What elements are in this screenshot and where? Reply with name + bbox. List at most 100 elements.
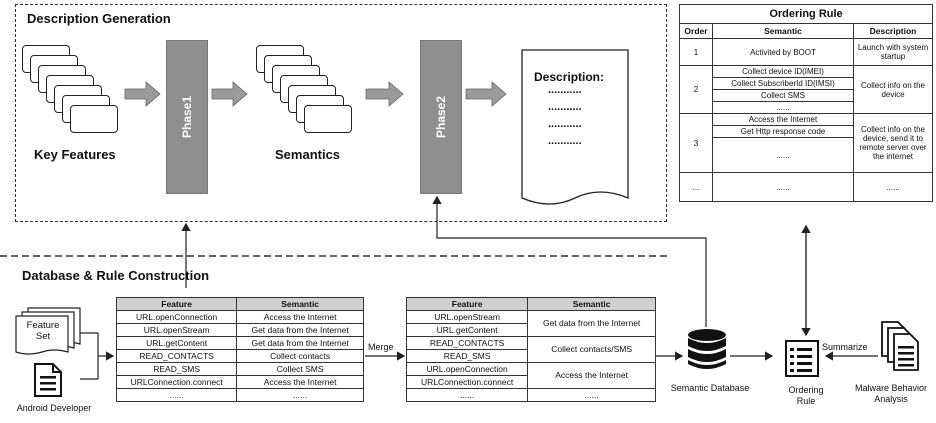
android-developer-doc-icon: [34, 363, 62, 397]
feature-cell: URLConnection.connect: [405, 375, 529, 389]
feature-cell: ......: [405, 388, 529, 402]
order-cell: ...: [679, 172, 713, 202]
semantic-cell: Collect SMS: [712, 89, 854, 102]
ordering-rule-label: Ordering Rule: [788, 385, 824, 406]
semantics-label: Semantics: [275, 147, 341, 162]
description-dots: ...........: [548, 101, 582, 113]
semantic-cell: Access the Internet: [236, 375, 364, 389]
description-document: [521, 49, 629, 205]
semantic-cell: Collect SMS: [236, 362, 364, 376]
feature-cell: READ_CONTACTS: [115, 349, 238, 363]
semantic-cell: Collect SubscriberId ID(IMSI): [712, 77, 854, 90]
semantic-card: [304, 105, 352, 133]
semantic-cell: Activited by BOOT: [712, 38, 854, 66]
database-icon: [688, 329, 726, 369]
description-cell: Collect info on the device: [853, 65, 933, 114]
description-dots: ...........: [548, 84, 582, 96]
feature-cell: READ_CONTACTS: [405, 336, 529, 350]
feature-header: Feature: [115, 297, 238, 311]
phase2-block: Phase2: [420, 40, 462, 194]
table-row: ............: [115, 388, 364, 402]
feature-cell: URL.openConnection: [405, 362, 529, 376]
description-generation-panel: [15, 4, 667, 222]
description-dots: ...........: [548, 118, 582, 130]
feature-cell: URL.openConnection: [115, 310, 238, 324]
semantic-cell: Collect contacts: [236, 349, 364, 363]
semantic-cell: ......: [712, 101, 854, 114]
description-cell: Collect info on the device, send it to r…: [853, 113, 933, 173]
feature-cell: URL.getContent: [405, 323, 529, 337]
table-row: 2 Collect device ID(IMEI) Collect info o…: [679, 65, 933, 114]
order-cell: 2: [679, 65, 713, 114]
semantic-cell: ......: [712, 137, 854, 173]
ordering-rule-table: Ordering Rule Order Semantic Description…: [679, 4, 933, 202]
semantic-cell: Collect device ID(IMEI): [712, 65, 854, 78]
feature-set-label: Feature Set: [26, 320, 60, 342]
table-row: 1 Activited by BOOT Launch with system s…: [679, 38, 933, 66]
ordering-rule-title: Ordering Rule: [679, 4, 933, 24]
semantic-cell: Get data from the Internet: [236, 336, 364, 350]
semantic-header: Semantic: [712, 23, 854, 39]
feature-cell: URL.getContent: [115, 336, 238, 350]
order-cell: 3: [679, 113, 713, 173]
feature-cell: URL.openStream: [405, 310, 529, 324]
merge-label: Merge: [368, 342, 394, 352]
semantic-cell: Access the Internet: [527, 362, 656, 389]
key-features-label: Key Features: [34, 147, 116, 162]
table-header-row: Feature Semantic: [405, 297, 656, 311]
semantic-cell: Collect contacts/SMS: [527, 336, 656, 363]
table-row: ............: [405, 388, 656, 402]
table-row: ... ...... ......: [679, 172, 933, 202]
database-rule-construction-title: Database & Rule Construction: [22, 268, 210, 283]
feature-set-icon: [15, 307, 81, 355]
semantic-cell: Get data from the Internet: [527, 310, 656, 337]
table-header-row: Order Semantic Description: [679, 23, 933, 39]
description-generation-title: Description Generation: [27, 11, 171, 26]
semantic-cell: Get Http response code: [712, 125, 854, 138]
semantic-cell: Get data from the Internet: [236, 323, 364, 337]
order-cell: 1: [679, 38, 713, 66]
description-label: Description:: [534, 70, 605, 84]
semantic-header: Semantic: [527, 297, 656, 311]
semantic-cell: Access the Internet: [236, 310, 364, 324]
semantic-header: Semantic: [236, 297, 364, 311]
summarize-label: Summarize: [822, 342, 868, 352]
feature-cell: URL.openStream: [115, 323, 238, 337]
ordering-rule-icon: [785, 340, 819, 377]
table-row: 3 Access the Internet Collect info on th…: [679, 113, 933, 173]
phase1-block: Phase1: [166, 40, 208, 194]
description-header: Description: [853, 23, 933, 39]
semantic-cell: ......: [712, 172, 854, 202]
malware-documents-icon: [881, 321, 919, 371]
feature-card: [70, 105, 118, 133]
semantic-cell: Access the Internet: [712, 113, 854, 126]
feature-cell: READ_SMS: [405, 349, 529, 363]
feature-header: Feature: [405, 297, 529, 311]
semantic-database-label: Semantic Database: [670, 383, 750, 393]
table-header-row: Feature Semantic: [115, 297, 364, 311]
android-developer-label: Android Developer: [16, 403, 92, 413]
description-dots: ...........: [548, 135, 582, 147]
description-cell: Launch with system startup: [853, 38, 933, 66]
feature-cell: ......: [115, 388, 238, 402]
order-header: Order: [679, 23, 713, 39]
ordering-rule-title-row: Ordering Rule: [679, 4, 933, 24]
feature-cell: READ_SMS: [115, 362, 238, 376]
feature-cell: URLConnection.connect: [115, 375, 238, 389]
semantic-cell: ......: [236, 388, 364, 402]
malware-analysis-label: Malware Behavior Analysis: [854, 383, 928, 404]
description-cell: ......: [853, 172, 933, 202]
semantic-cell: ......: [527, 388, 656, 402]
